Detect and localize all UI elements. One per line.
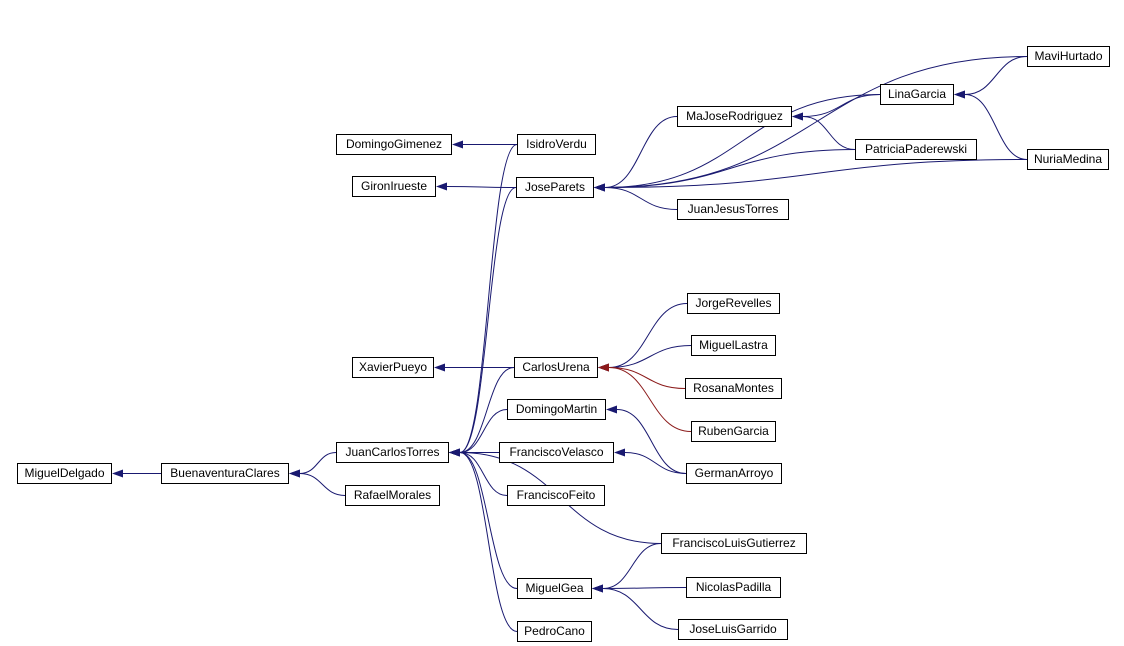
node-domingo-gimenez[interactable]: DomingoGimenez — [336, 134, 452, 155]
edge-german_arroyo-to-francisco_velasco — [624, 452, 687, 474]
node-giron-irueste[interactable]: GironIrueste — [352, 176, 436, 197]
node-patricia-paderewski[interactable]: PatriciaPaderewski — [855, 139, 977, 160]
node-domingo-martin[interactable]: DomingoMartin — [507, 399, 606, 420]
edge-isidro_verdu-to-juan_carlos_torres — [459, 144, 518, 453]
edge-mavi_hurtado-to-lina_garcia — [964, 56, 1028, 95]
node-juan-jesus-torres[interactable]: JuanJesusTorres — [677, 199, 789, 220]
arrowhead-miguel_gea — [592, 584, 603, 593]
edge-patricia_paderewski-to-jose_parets — [604, 149, 856, 188]
edge-patricia_paderewski-to-majose_rodriguez — [802, 116, 856, 150]
node-jose-luis-garrido[interactable]: JoseLuisGarrido — [678, 619, 788, 640]
edge-mavi_hurtado-to-jose_parets — [604, 56, 1028, 188]
node-pedro-cano[interactable]: PedroCano — [517, 621, 592, 642]
node-mavi-hurtado[interactable]: MaviHurtado — [1027, 46, 1110, 67]
node-german-arroyo[interactable]: GermanArroyo — [686, 463, 782, 484]
node-carlos-urena[interactable]: CarlosUrena — [514, 357, 598, 378]
arrowhead-francisco_velasco — [614, 448, 625, 457]
edge-nicolas_padilla-to-miguel_gea — [602, 587, 687, 589]
edge-jose_luis_garrido-to-miguel_gea — [602, 588, 679, 630]
edge-juan_jesus_torres-to-jose_parets — [604, 187, 678, 210]
arrowhead-lina_garcia — [954, 90, 965, 99]
edge-juan_carlos_torres-to-buenaventura_clares — [299, 452, 337, 474]
arrowhead-domingo_martin — [606, 405, 617, 414]
edge-domingo_martin-to-juan_carlos_torres — [459, 409, 508, 453]
edge-jose_parets-to-giron_irueste — [446, 186, 517, 188]
edge-ruben_garcia-to-carlos_urena — [608, 367, 692, 432]
edge-miguel_gea-to-juan_carlos_torres — [459, 452, 518, 589]
node-isidro-verdu[interactable]: IsidroVerdu — [517, 134, 596, 155]
edge-jose_parets-to-juan_carlos_torres — [459, 187, 517, 453]
node-nuria-medina[interactable]: NuriaMedina — [1027, 149, 1109, 170]
node-nicolas-padilla[interactable]: NicolasPadilla — [686, 577, 781, 598]
node-miguel-delgado[interactable]: MiguelDelgado — [17, 463, 112, 484]
edge-pedro_cano-to-juan_carlos_torres — [459, 452, 518, 632]
node-rosana-montes[interactable]: RosanaMontes — [685, 378, 782, 399]
node-francisco-velasco[interactable]: FranciscoVelasco — [499, 442, 614, 463]
arrowhead-buenaventura_clares — [289, 469, 300, 478]
node-ruben-garcia[interactable]: RubenGarcia — [691, 421, 776, 442]
node-xavier-pueyo[interactable]: XavierPueyo — [352, 357, 434, 378]
node-francisco-feito[interactable]: FranciscoFeito — [507, 485, 605, 506]
arrowhead-giron_irueste — [436, 182, 447, 191]
arrowhead-domingo_gimenez — [452, 140, 463, 149]
edge-german_arroyo-to-domingo_martin — [616, 409, 687, 474]
edge-rafael_morales-to-buenaventura_clares — [299, 473, 346, 496]
node-buenaventura-clares[interactable]: BuenaventuraClares — [161, 463, 289, 484]
edge-francisco_feito-to-juan_carlos_torres — [459, 452, 508, 496]
arrowhead-miguel_delgado — [112, 469, 123, 478]
edge-majose_rodriguez-to-jose_parets — [604, 116, 678, 188]
node-lina-garcia[interactable]: LinaGarcia — [880, 84, 954, 105]
node-jorge-revelles[interactable]: JorgeRevelles — [687, 293, 780, 314]
edge-rosana_montes-to-carlos_urena — [608, 367, 686, 389]
edge-francisco_luis_gutierrez-to-miguel_gea — [602, 543, 662, 589]
node-miguel-lastra[interactable]: MiguelLastra — [691, 335, 776, 356]
edge-lina_garcia-to-jose_parets — [604, 94, 881, 188]
edge-miguel_lastra-to-carlos_urena — [608, 345, 692, 368]
node-miguel-gea[interactable]: MiguelGea — [517, 578, 592, 599]
node-majose-rodriguez[interactable]: MaJoseRodriguez — [677, 106, 792, 127]
arrowhead-jose_parets — [594, 183, 605, 192]
edge-lina_garcia-to-majose_rodriguez — [802, 94, 881, 117]
node-francisco-luis-gutierrez[interactable]: FranciscoLuisGutierrez — [661, 533, 807, 554]
edge-nuria_medina-to-jose_parets — [604, 159, 1028, 188]
arrowhead-juan_carlos_torres — [449, 448, 460, 457]
node-jose-parets[interactable]: JoseParets — [516, 177, 594, 198]
arrowhead-xavier_pueyo — [434, 363, 445, 372]
edge-jorge_revelles-to-carlos_urena — [608, 303, 688, 368]
arrowhead-majose_rodriguez — [792, 112, 803, 121]
edge-nuria_medina-to-lina_garcia — [964, 94, 1028, 160]
arrowhead-carlos_urena — [598, 363, 609, 372]
node-rafael-morales[interactable]: RafaelMorales — [345, 485, 440, 506]
node-juan-carlos-torres[interactable]: JuanCarlosTorres — [336, 442, 449, 463]
edge-carlos_urena-to-juan_carlos_torres — [459, 367, 515, 453]
